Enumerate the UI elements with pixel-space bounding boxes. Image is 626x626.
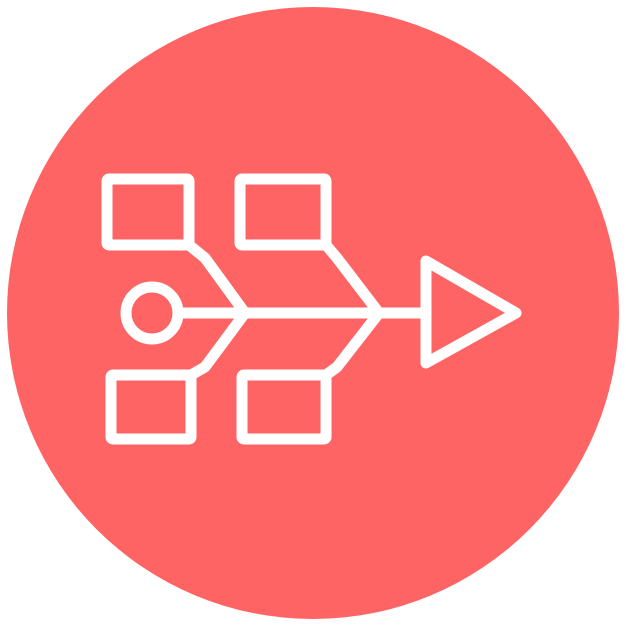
top-right-box	[234, 173, 332, 251]
top-left-box	[101, 173, 195, 251]
left-bones	[183, 239, 251, 381]
bottom-left-box	[105, 369, 197, 445]
fishbone-glyph	[101, 173, 522, 445]
right-bones	[320, 239, 385, 381]
bottom-right-box	[236, 369, 332, 445]
arrow-head	[420, 255, 522, 369]
